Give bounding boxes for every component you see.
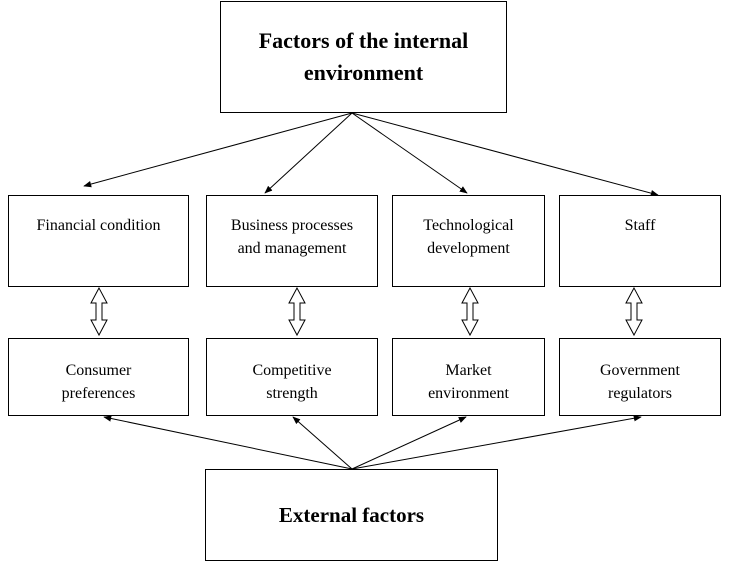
arrow-external-to-consumer: [103, 415, 353, 470]
internal-factor-label: Business processes and management: [230, 217, 354, 257]
internal-environment-title: Factors of the internal environment: [258, 28, 469, 85]
internal-factor-box-staff: Staff: [559, 195, 721, 287]
arrow-internal-to-staff: [351, 112, 659, 197]
arrow-internal-to-business: [264, 112, 353, 194]
external-factors-title: External factors: [278, 503, 425, 527]
internal-factor-box-technological: Technological development: [392, 195, 545, 287]
arrow-external-to-competitive: [292, 416, 353, 470]
double-arrow-financial-consumer: [90, 286, 108, 337]
external-factor-label: Competitive strength: [252, 362, 332, 402]
internal-factor-label: Staff: [624, 217, 656, 234]
double-arrow-staff-government: [625, 286, 643, 337]
external-factor-box-consumer: Consumer preferences: [8, 338, 189, 416]
external-factor-box-competitive: Competitive strength: [206, 338, 378, 416]
internal-factor-label: Technological development: [423, 217, 514, 257]
double-arrow-business-competitive: [288, 286, 306, 337]
arrow-internal-to-technological: [351, 112, 468, 194]
external-factor-box-government: Government regulators: [559, 338, 721, 416]
external-factor-label: Market environment: [428, 362, 509, 402]
external-factors-box: External factors: [205, 469, 498, 561]
internal-environment-box: Factors of the internal environment: [220, 1, 507, 113]
arrow-external-to-market: [351, 416, 467, 470]
internal-factor-box-business: Business processes and management: [206, 195, 378, 287]
arrow-external-to-government: [351, 415, 642, 470]
external-factor-label: Government regulators: [600, 362, 680, 402]
internal-factor-box-financial: Financial condition: [8, 195, 189, 287]
double-arrow-technological-market: [461, 286, 479, 337]
internal-factor-label: Financial condition: [36, 217, 161, 234]
external-factor-box-market: Market environment: [392, 338, 545, 416]
arrow-internal-to-financial: [83, 112, 353, 188]
external-factor-label: Consumer preferences: [61, 362, 136, 402]
